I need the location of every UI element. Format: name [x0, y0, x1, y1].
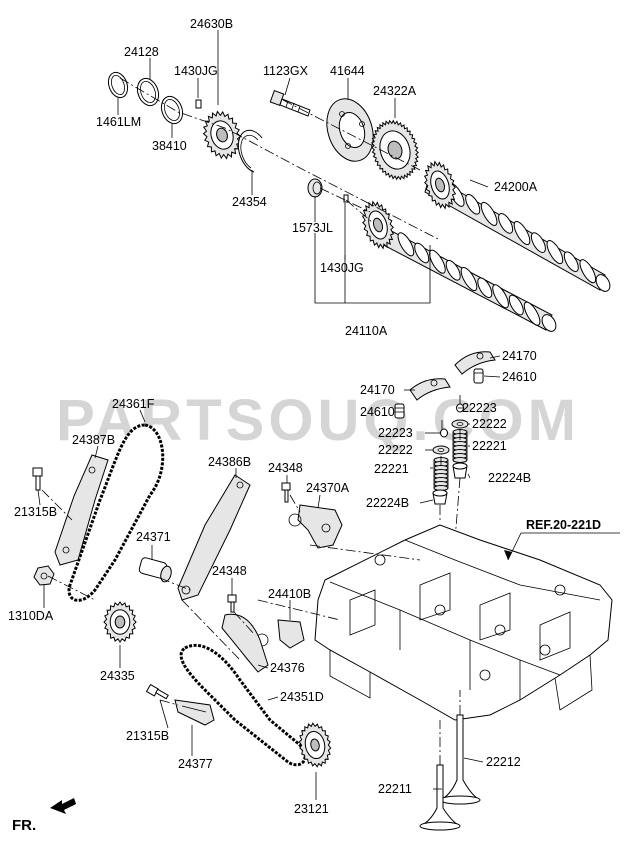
chain-guide-24377 [174, 699, 215, 726]
part-label-22223-b: 22223 [378, 426, 413, 440]
camshaft-sprocket-lower [361, 200, 395, 250]
spring-retainer-22222-a [451, 419, 469, 429]
snap-ring-1461lm [107, 71, 129, 99]
part-label-22222-b: 22222 [378, 443, 413, 457]
part-label-22221-a: 22221 [472, 439, 507, 453]
part-label-1430jg-mid: 1430JG [320, 261, 364, 275]
part-label-24348-a: 24348 [268, 461, 303, 475]
part-label-24361f: 24361F [112, 397, 155, 411]
cam-gear-24322a [371, 119, 419, 181]
bolt-24348-a [281, 482, 291, 503]
valve-keeper-22223-b [440, 428, 448, 438]
nut-1310da [33, 565, 55, 586]
front-label: FR. [12, 817, 36, 834]
bolt-24348-b [227, 594, 237, 613]
ref-label: REF.20-221D [526, 518, 601, 532]
camshaft-gear-upper [423, 160, 457, 210]
timing-chain-24351d [179, 643, 307, 767]
part-label-22224b-a: 22224B [488, 471, 531, 485]
part-label-24376: 24376 [270, 661, 305, 675]
part-label-24200a: 24200A [494, 180, 538, 194]
valve-seal-22224b-a [452, 462, 468, 479]
part-label-1573jl: 1573JL [292, 221, 333, 235]
part-label-24610-a: 24610 [502, 370, 537, 384]
part-label-24335: 24335 [100, 669, 135, 683]
tensioner-arm-24386b [177, 474, 251, 601]
pin-1430jg-mid [343, 194, 349, 203]
part-labels: 24630B 24128 1430JG 1123GX 41644 24322A … [8, 17, 538, 816]
bolt-21315b-a [32, 467, 43, 491]
ring-38410 [160, 95, 184, 125]
leader-lines [37, 30, 501, 800]
part-label-24110a: 24110A [345, 324, 388, 338]
part-label-24170-b: 24170 [360, 383, 395, 397]
part-label-24630b: 24630B [190, 17, 233, 31]
part-label-24386b: 24386B [208, 455, 251, 469]
oil-pump-sprocket-24335 [103, 601, 137, 643]
cap-1573jl [307, 178, 323, 198]
part-label-24377: 24377 [178, 757, 213, 771]
sprocket-24630b [202, 110, 242, 160]
part-label-41644: 41644 [330, 64, 365, 78]
camshaft-24200a [424, 174, 611, 292]
tensioner-24370a [288, 504, 343, 549]
part-label-38410: 38410 [152, 139, 187, 153]
lash-adjuster-24610-b [394, 403, 405, 419]
chain-guide-24387b [54, 454, 109, 566]
tensioner-24410b [255, 619, 305, 649]
bolt-21315b-b [145, 683, 169, 700]
bolt-1123gx [269, 90, 311, 117]
part-label-24170-a: 24170 [502, 349, 537, 363]
part-label-24348-b: 24348 [212, 564, 247, 578]
part-label-21315b-b: 21315B [126, 729, 169, 743]
lash-adjuster-24610-a [473, 368, 484, 384]
part-label-21315b-a: 21315B [14, 505, 57, 519]
front-arrow-icon [50, 798, 76, 814]
cylinder-head-ref [314, 524, 613, 721]
part-label-24128: 24128 [124, 45, 159, 59]
part-label-24610-b: 24610 [360, 405, 395, 419]
part-label-24351d: 24351D [280, 690, 324, 704]
part-label-22221-b: 22221 [374, 462, 409, 476]
washer-24128 [136, 77, 160, 107]
part-label-24322a: 24322A [373, 84, 417, 98]
valve-seal-22224b-b [432, 489, 448, 505]
part-label-23121: 23121 [294, 802, 329, 816]
part-label-24371: 24371 [136, 530, 171, 544]
part-label-1430jg-top: 1430JG [174, 64, 218, 78]
part-label-24387b: 24387B [72, 433, 115, 447]
plate-41644 [326, 98, 374, 162]
valve-22211 [419, 764, 461, 831]
part-label-24354: 24354 [232, 195, 267, 209]
part-label-22224b-b: 22224B [366, 496, 409, 510]
chain-guide-24376 [221, 613, 269, 673]
part-label-1123gx: 1123GX [263, 64, 309, 78]
part-label-22222-a: 22222 [472, 417, 507, 431]
spring-retainer-22222-b [432, 445, 450, 455]
part-label-24410b: 24410B [268, 587, 311, 601]
pin-1430jg-top [195, 99, 202, 109]
timing-chain-24361f [67, 423, 165, 602]
part-label-22212: 22212 [486, 755, 521, 769]
part-label-22223-a: 22223 [462, 401, 497, 415]
snap-ring-24354 [237, 129, 263, 173]
rocker-arm-24170-b [409, 378, 451, 401]
valve-22212 [439, 714, 481, 805]
camshaft-24110a [373, 224, 557, 332]
part-label-1461lm: 1461LM [96, 115, 141, 129]
crank-sprocket-23121 [298, 722, 332, 768]
rocker-arm-24170-a [454, 351, 496, 375]
part-label-1310da: 1310DA [8, 609, 54, 623]
part-label-24370a: 24370A [306, 481, 350, 495]
part-label-22211: 22211 [378, 782, 412, 796]
tensioner-24371 [138, 557, 172, 583]
